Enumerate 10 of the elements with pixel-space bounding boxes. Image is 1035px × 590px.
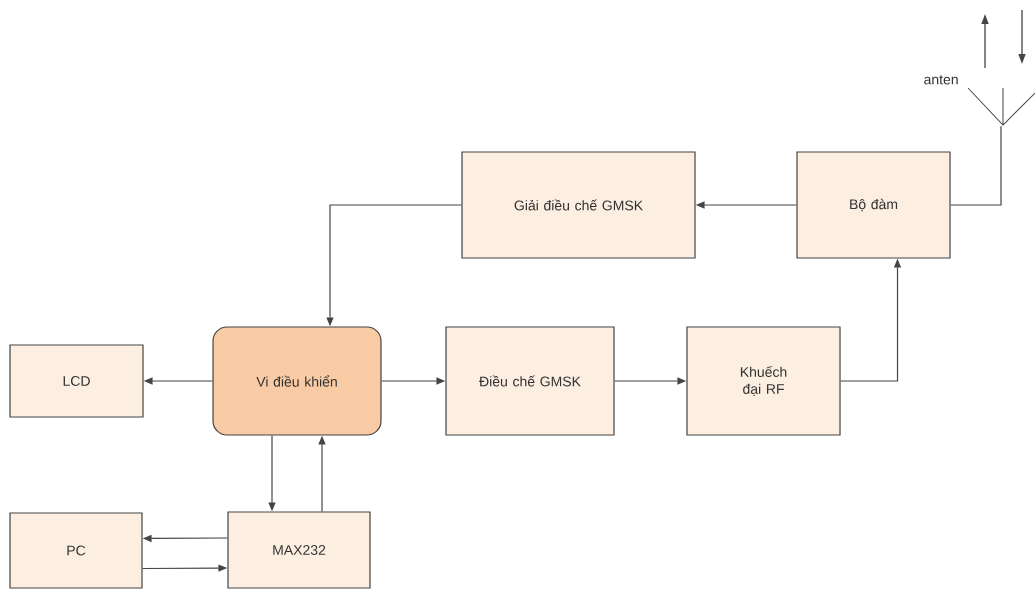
block-box: Khuếch đại RF	[686, 326, 841, 436]
block-box: Điều chế GMSK	[445, 326, 615, 436]
block-box: LCD	[9, 344, 144, 418]
block-box: PC	[9, 512, 143, 589]
antenna-symbol	[967, 87, 1035, 126]
block-box: MAX232	[227, 511, 371, 589]
block-box: Giải điều chế GMSK	[461, 151, 696, 259]
antenna-label: anten	[924, 75, 958, 85]
controller-box: Vi điều khiển	[212, 326, 382, 436]
block-box: Bộ đàm	[796, 151, 951, 259]
